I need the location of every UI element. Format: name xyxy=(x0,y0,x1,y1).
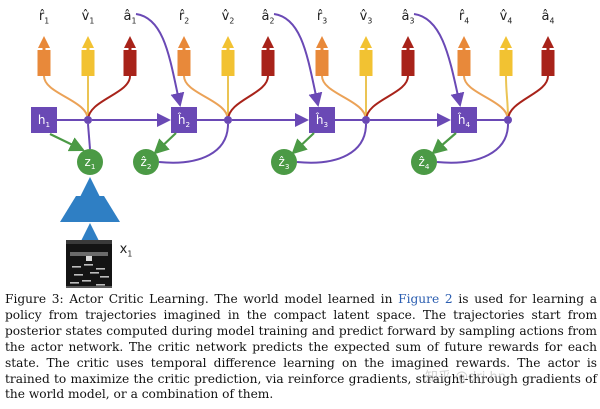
merge-dot-4 xyxy=(504,116,512,124)
a-head-box-2 xyxy=(261,50,275,76)
hidden-state-h3 xyxy=(309,107,335,133)
edge-to-a-2 xyxy=(227,75,269,121)
hidden-state-h1 xyxy=(31,107,57,133)
observation-frame xyxy=(66,240,112,288)
figure-2-link[interactable]: Figure 2 xyxy=(398,292,453,306)
caption-body: is used for learning a policy from traje… xyxy=(5,292,598,402)
a-hat-label-3: â3 xyxy=(402,9,415,25)
edge-h-z-2 xyxy=(153,132,177,155)
edge-action-3 xyxy=(413,13,465,107)
r-output-arrow-4 xyxy=(458,36,470,48)
a-hat-label-1: â1 xyxy=(124,9,137,25)
v-hat-label-1: v̂1 xyxy=(82,9,95,25)
observation-label: x1 xyxy=(120,242,133,258)
a-hat-label-2: â2 xyxy=(262,9,275,25)
v-hat-label-3: v̂3 xyxy=(360,9,373,25)
v-output-arrow-4 xyxy=(500,36,512,48)
edge-z-dot-3 xyxy=(296,123,367,164)
latent-label-3: ẑ3 xyxy=(279,155,290,171)
a-output-arrow-2 xyxy=(262,36,274,48)
a-output-arrow-4 xyxy=(542,36,554,48)
edge-h-z-4 xyxy=(431,132,457,155)
v-head-box-4 xyxy=(499,50,513,76)
v-head-box-2 xyxy=(221,50,235,76)
a-head-box-1 xyxy=(123,50,137,76)
edge-to-r-4 xyxy=(463,75,509,121)
latent-z3 xyxy=(271,149,297,175)
edge-to-a-1 xyxy=(87,75,131,121)
edge-action-2 xyxy=(273,13,323,107)
hidden-state-h2 xyxy=(171,107,197,133)
v-head-box-3 xyxy=(359,50,373,76)
latent-z2 xyxy=(133,149,159,175)
v-output-arrow-2 xyxy=(222,36,234,48)
r-output-arrow-3 xyxy=(316,36,328,48)
v-output-arrow-1 xyxy=(82,36,94,48)
latent-label-2: ẑ2 xyxy=(141,155,152,171)
r-head-box-3 xyxy=(315,50,329,76)
v-head-box-1 xyxy=(81,50,95,76)
figure-caption: Figure 3: Actor Critic Learning. The wor… xyxy=(5,292,597,403)
encoder-trapezoid xyxy=(60,196,120,222)
edge-to-r-1 xyxy=(43,75,89,121)
a-output-arrow-1 xyxy=(124,36,136,48)
r-head-box-2 xyxy=(177,50,191,76)
r-output-arrow-2 xyxy=(178,36,190,48)
edge-to-r-2 xyxy=(183,75,229,121)
edge-h-z-3 xyxy=(291,132,315,155)
a-hat-label-4: â4 xyxy=(542,9,555,25)
r-hat-label-2: r̂2 xyxy=(179,9,189,25)
watermark: 知乎 @drj hn... xyxy=(425,370,519,385)
r-output-arrow-1 xyxy=(38,36,50,48)
hidden-state-h4 xyxy=(451,107,477,133)
a-head-box-4 xyxy=(541,50,555,76)
v-hat-label-2: v̂2 xyxy=(222,9,235,25)
latent-label-1: z1 xyxy=(85,155,96,171)
latent-label-4: ẑ4 xyxy=(419,155,430,171)
r-head-box-1 xyxy=(37,50,51,76)
r-hat-label-3: r̂3 xyxy=(317,9,327,25)
r-head-box-4 xyxy=(457,50,471,76)
latent-z1 xyxy=(77,149,103,175)
r-hat-label-4: r̂4 xyxy=(459,9,469,25)
edge-to-a-3 xyxy=(365,75,409,121)
merge-dot-3 xyxy=(362,116,370,124)
v-hat-label-4: v̂4 xyxy=(500,9,513,25)
edge-action-1 xyxy=(135,13,185,107)
merge-dot-2 xyxy=(224,116,232,124)
v-output-arrow-3 xyxy=(360,36,372,48)
latent-z4 xyxy=(411,149,437,175)
edge-to-r-3 xyxy=(321,75,367,121)
r-hat-label-1: r̂1 xyxy=(39,9,49,25)
a-output-arrow-3 xyxy=(402,36,414,48)
merge-dot-1 xyxy=(84,116,92,124)
edge-h1-z1 xyxy=(49,133,85,152)
edge-z1-dot xyxy=(87,123,91,150)
caption-prefix: Figure 3: Actor Critic Learning. The wor… xyxy=(5,292,399,306)
edge-z-dot-4 xyxy=(436,123,509,164)
a-head-box-3 xyxy=(401,50,415,76)
edge-to-a-4 xyxy=(507,75,549,121)
edge-z-dot-2 xyxy=(158,123,229,164)
